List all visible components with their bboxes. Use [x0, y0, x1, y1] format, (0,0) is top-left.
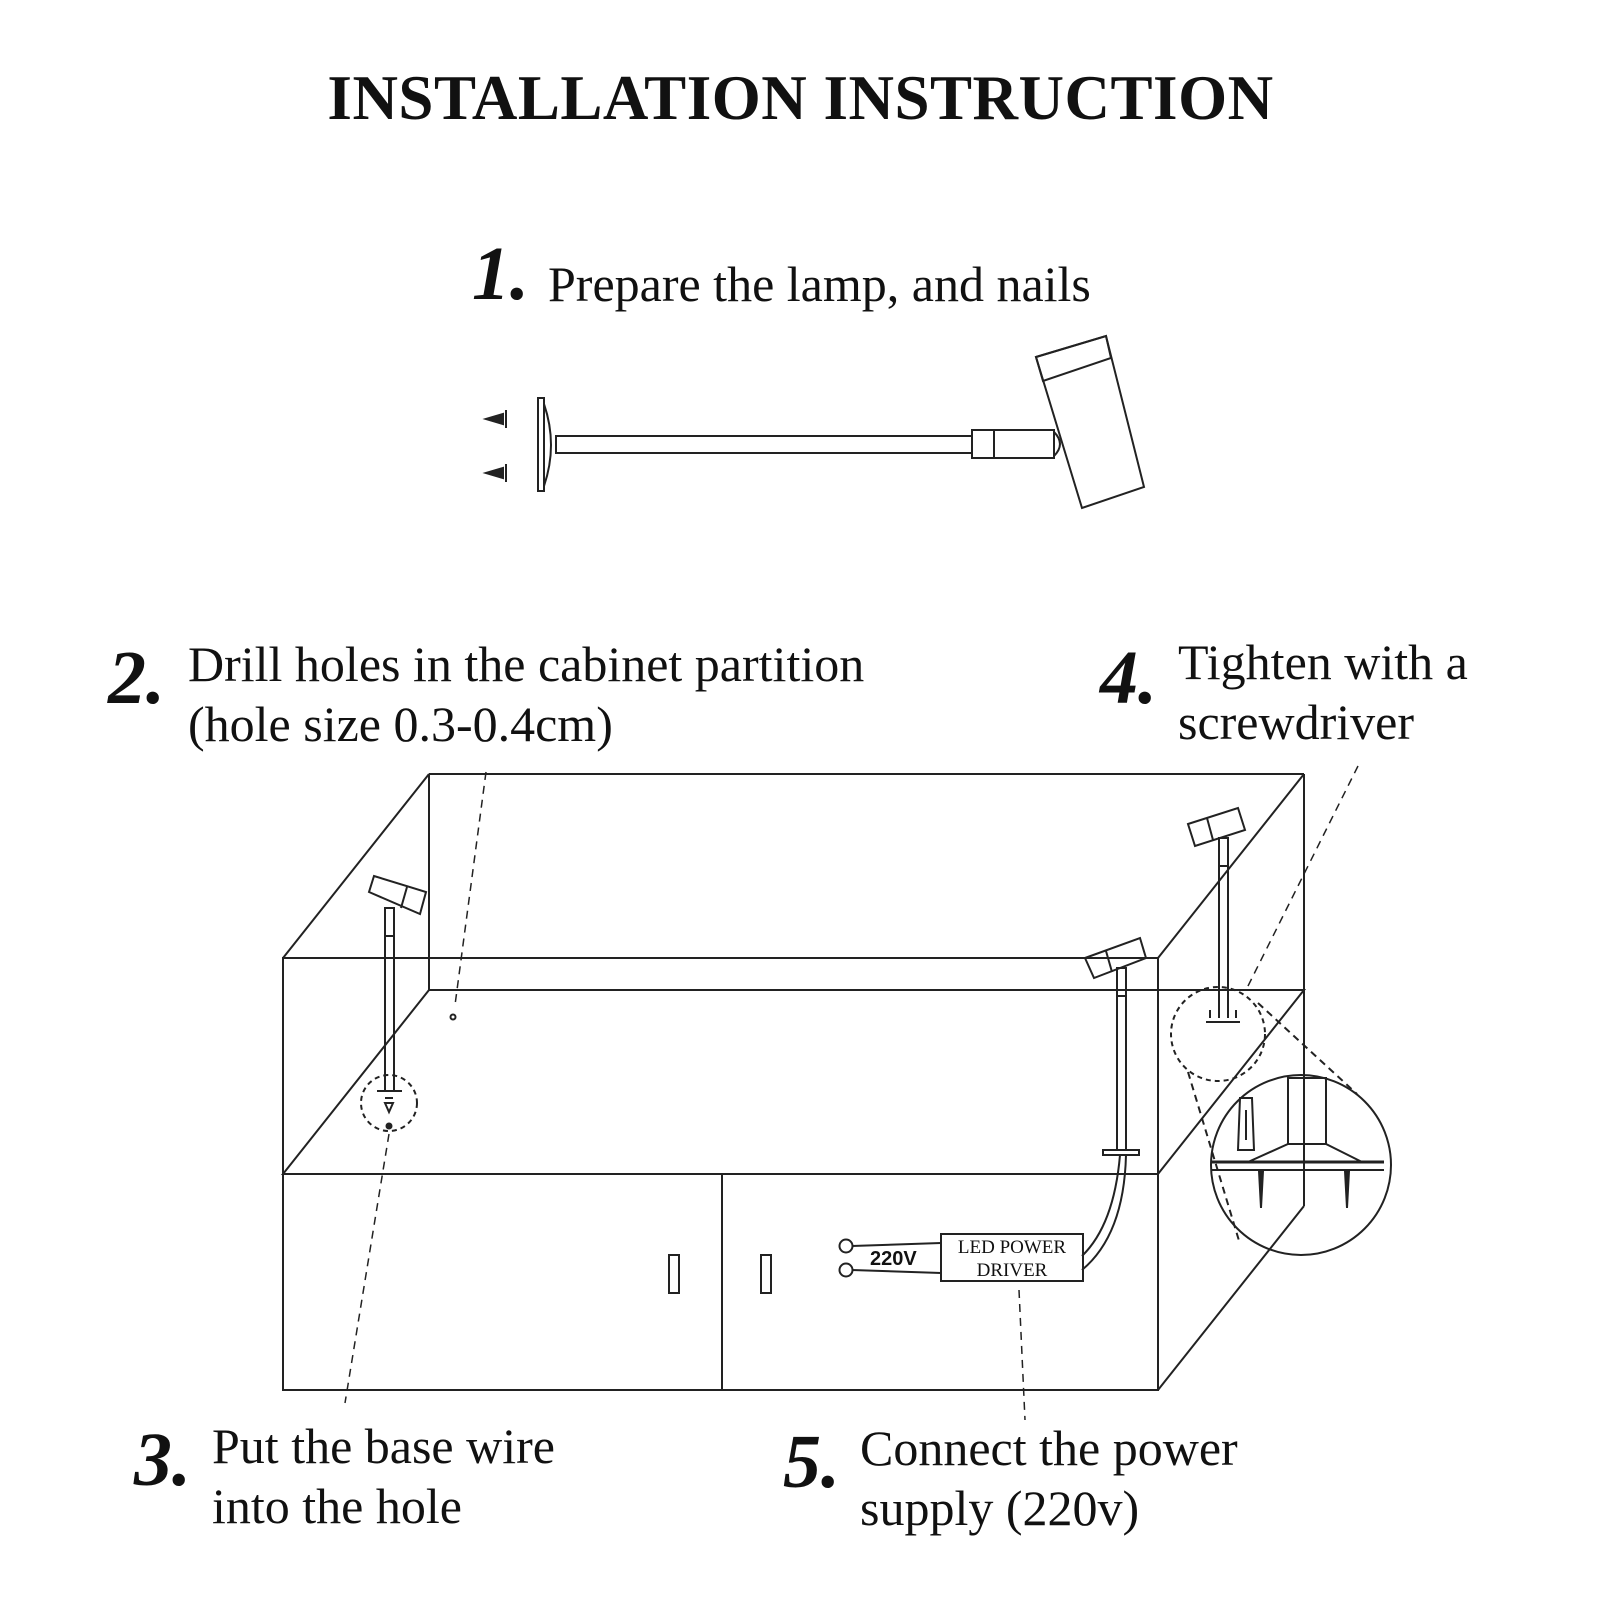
driver-label-line1: LED POWER: [958, 1237, 1067, 1258]
step-text-line1: Connect the power: [860, 1420, 1238, 1476]
terminal-icon: [838, 1238, 854, 1254]
step-text-line2: screwdriver: [1178, 694, 1414, 750]
step-text-line1: Put the base wire: [212, 1418, 555, 1474]
voltage-label: 220V: [870, 1248, 917, 1270]
lamp-illustration: [482, 334, 1146, 510]
drilled-hole: [449, 1013, 457, 1021]
spotlight-right: [1170, 806, 1266, 1082]
spotlight-left: [360, 874, 428, 1132]
leader-line-step5: [1018, 1289, 1026, 1421]
door-handle: [668, 1254, 680, 1294]
spotlight-middle: [1081, 936, 1148, 1271]
step-text: Prepare the lamp, and nails: [548, 256, 1091, 312]
driver-label-line2: DRIVER: [977, 1260, 1048, 1281]
step-text-line2: supply (220v): [860, 1480, 1140, 1536]
page-title: INSTALLATION INSTRUCTION: [327, 63, 1274, 133]
leader-line-step3: [344, 1133, 390, 1404]
step-text-line2: into the hole: [212, 1478, 462, 1534]
leader-line-step4: [1246, 765, 1359, 989]
step-text-line1: Drill holes in the cabinet partition: [188, 636, 865, 692]
cabinet-illustration: [280, 773, 1307, 1391]
nail-icon: [482, 410, 507, 428]
step-number: 1.: [472, 232, 529, 316]
step-text-line1: Tighten with a: [1178, 634, 1468, 690]
magnifier-detail: [1187, 1002, 1392, 1256]
step-number: 4.: [1100, 636, 1157, 720]
step-number: 5.: [783, 1420, 840, 1504]
step-number: 2.: [108, 636, 165, 720]
step-number: 3.: [134, 1418, 191, 1502]
power-driver: [838, 1233, 1084, 1282]
terminal-icon: [838, 1262, 854, 1278]
leader-line-step2: [454, 771, 487, 1006]
step-text-line2: (hole size 0.3-0.4cm): [188, 696, 613, 752]
nail-icon: [482, 464, 507, 482]
door-handle: [760, 1254, 772, 1294]
